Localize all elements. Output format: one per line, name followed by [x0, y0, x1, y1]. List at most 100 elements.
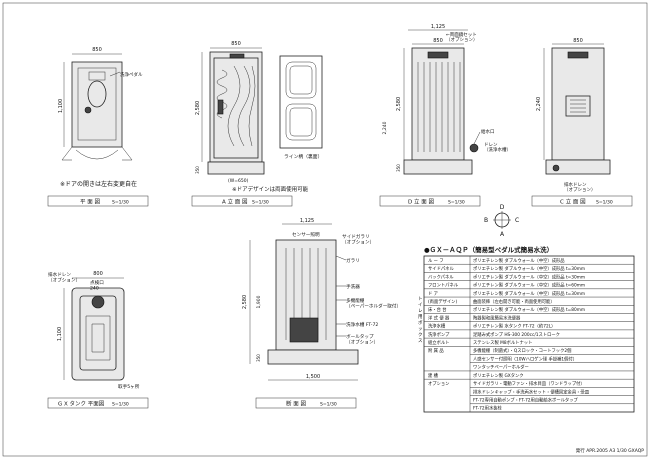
- spec-row-value: ポリエチレン製 ダブルウォール（中空）成形品 t=30mm: [473, 265, 585, 272]
- door-swing-right: [121, 146, 133, 161]
- line-detail-frame: [279, 55, 323, 149]
- spec-row-name: 洋 式 便 器: [428, 314, 450, 321]
- c-height-dim: 2,240: [536, 97, 542, 111]
- pedal-leader: [109, 71, 121, 77]
- plan-floor: [77, 67, 117, 141]
- line-detail-label: ライン柄（裏面）: [284, 153, 322, 160]
- c-label-box: [531, 195, 633, 207]
- a-door-width-dim: (W=650): [228, 178, 249, 184]
- spec-row-value: 曲面装飾（左右開き可能・両面使用可能）: [473, 298, 555, 305]
- section-label: 断 面 図: [286, 400, 306, 408]
- spec-frame: [423, 255, 635, 413]
- plan-outline: [71, 61, 123, 148]
- spec-row-value: FT-72専用自動ポンプ・FT-72用自動給水ボールタップ: [473, 396, 579, 403]
- a-design-note: ※ドアデザインは両面使用可能: [232, 185, 309, 193]
- spec-side-tag: ト: [418, 297, 423, 302]
- section-callout-shelf: 多機能棚（ペーパーホルダー取付）: [346, 297, 401, 309]
- spec-row-value: 排水ドレンキャップ・手洗両水セット・便槽固定金具・受皿: [473, 388, 590, 395]
- section-low-dim: 350: [256, 354, 261, 362]
- spec-row-value: 陶器製和風簡易水洗便器: [473, 314, 521, 321]
- door-arc: [75, 149, 119, 160]
- spec-row-name: 床・台 台: [428, 306, 447, 313]
- door-swing-left: [61, 146, 73, 161]
- section-height-dim: 2,580: [242, 295, 248, 309]
- plan-door-note: ※ドアの開きは左右変更自在: [60, 180, 137, 188]
- spec-row-name: オプション: [428, 381, 449, 387]
- spec-row-value: ポリエチレン製 GXタンク: [473, 372, 524, 379]
- section-bowl: [289, 317, 319, 343]
- tank-outline: [71, 287, 125, 381]
- plan-label-box: [47, 195, 149, 207]
- spec-row-name: ル ー フ: [428, 258, 444, 264]
- spec-row-name: 洗浄水槽: [428, 323, 446, 330]
- tank-width-dim: 800: [93, 271, 103, 277]
- d-inner-dim: 2,240: [382, 121, 388, 134]
- section-callout-tank: 洗浄水槽 FT-72: [346, 321, 378, 328]
- tank-inspection-cap-icon: [91, 295, 105, 309]
- spec-row-value: ポリエチレン製 ダブルウォール（中空）成形品 t=30mm: [473, 273, 585, 280]
- section-width-dim: 1,500: [306, 374, 320, 380]
- plan-label: 平 面 図: [80, 199, 100, 206]
- spec-row-name: バックパネル: [428, 274, 454, 280]
- tank-scale: S=1/30: [112, 402, 129, 408]
- spec-row-value: ポリエチレン製 水タンク FT-72（約72L）: [473, 323, 555, 330]
- spec-row-name: 組立ボルト: [428, 339, 449, 346]
- plan-width-dim: 850: [92, 47, 102, 53]
- a-label-box: [191, 195, 293, 207]
- a-scale: S=1/30: [252, 200, 269, 206]
- spec-row-value: 人感センサー付照明（10Wハロゲン球 手掛補1個付）: [473, 355, 577, 362]
- spec-row-value: ポリエチレン製 ダブルウォール（中空）成形品 t=30mm: [473, 290, 585, 297]
- line-detail-lower: [285, 103, 317, 141]
- d-base-tank: [403, 159, 473, 175]
- d-intake-icon: [469, 143, 479, 153]
- a-base-dim: 350: [195, 166, 200, 174]
- compass-west: B: [484, 217, 488, 224]
- spec-side-tag: ボ: [418, 319, 423, 326]
- spec-row-value: ステンレス製 M8ボルトナット: [473, 339, 532, 346]
- d-intake-callout: 給水口: [481, 128, 495, 135]
- d-height-dim: 2,580: [396, 97, 402, 111]
- compass: D C A B: [484, 204, 519, 238]
- spec-row-name: サイドパネル: [428, 266, 454, 272]
- d-label: D 立 面 図: [408, 198, 434, 206]
- line-detail-upper-inner: [289, 65, 313, 95]
- spec-title: ●ＧＸ－ＡＱＰ（簡易型ペダル式簡易水洗）: [424, 245, 553, 254]
- c-base-tank: [545, 159, 611, 175]
- a-elevation: 850 2,580 350 (W=650) ※ドアデザインは両面使用可能 A 立…: [191, 41, 309, 207]
- tank-ribbing: [85, 315, 111, 361]
- section-callout-sink: 手洗器: [346, 283, 360, 290]
- spec-row-name: 洗浄ポンプ: [428, 331, 450, 338]
- plan-view: 850 1,100 洗浄ペダル ※ドアの開きは左右変更自在 平 面 図 S=1/…: [47, 47, 149, 207]
- section-mid-dim: 1,900: [256, 295, 262, 308]
- compass-south: A: [500, 231, 505, 238]
- spec-row-name: 附 属 品: [428, 347, 444, 354]
- tank-label-box: [47, 397, 149, 409]
- section-base-tank: [267, 349, 359, 365]
- d-width-dim: 850: [433, 38, 443, 44]
- spec-row-value: ワンタッチペーパーホルダー: [473, 364, 529, 371]
- section-ribs: [285, 248, 327, 340]
- a-door-pattern-mid2: [237, 65, 251, 147]
- plan-height-dim: 1,100: [58, 99, 64, 113]
- c-scale: S=1/30: [596, 200, 613, 206]
- compass-east: C: [515, 217, 519, 224]
- d-top-dim: 1,125: [431, 24, 445, 30]
- tank-handle-callout: 取手5ヶ所: [118, 383, 140, 390]
- tank-label: G X タンク 平面図: [58, 400, 105, 408]
- pedal-icon: [84, 106, 92, 114]
- spec-table: ●ＧＸ－ＡＱＰ（簡易型ペダル式簡易水洗） ル ー フポリエチレン製 ダブルウォー…: [418, 245, 635, 413]
- section-top-dim: 1,125: [300, 218, 314, 224]
- spec-row-value: ポリエチレン製 ダブルウォール（中空）成形品 t=60mm: [473, 282, 585, 289]
- c-label: C 立 面 図: [560, 198, 586, 206]
- spec-row-value: ポリエチレン製 ダブルウォール（中空）成形品: [473, 257, 565, 264]
- spec-side-tag: ス: [418, 338, 423, 344]
- section-scale: S=1/30: [320, 402, 337, 408]
- plan-scale: S=1/30: [112, 200, 129, 206]
- tank-height-dim: 1,100: [57, 327, 63, 341]
- spec-rows: ル ー フポリエチレン製 ダブルウォール（中空）成形品サイドパネルポリエチレン製…: [418, 257, 634, 412]
- c-elevation: 850 排水ドレン（オプション） 2,240 C 立 面 図 S=1/30: [531, 38, 633, 207]
- a-door-pattern-right: [248, 65, 256, 147]
- c-width-dim: 850: [573, 38, 583, 44]
